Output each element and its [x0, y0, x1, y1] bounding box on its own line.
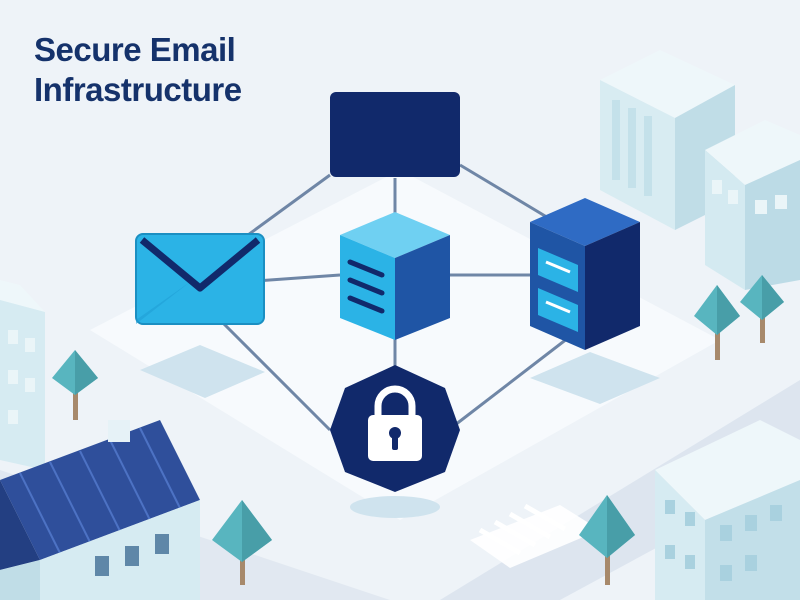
title-line-2: Infrastructure — [34, 71, 242, 108]
house-blue-roof — [0, 420, 200, 600]
building-left-edge — [0, 280, 45, 470]
padlock-icon — [330, 365, 460, 492]
building-bottom-right — [655, 420, 800, 600]
tree-right-2 — [740, 275, 784, 343]
tree-left — [52, 350, 98, 420]
tree-bottom-right — [579, 495, 635, 585]
envelope-icon — [135, 233, 265, 325]
tree-right-1 — [694, 285, 740, 360]
ground-pad-left — [140, 345, 265, 398]
tree-bottom-left — [212, 500, 272, 585]
document-cube-icon — [340, 212, 450, 340]
lock-shadow — [350, 496, 440, 518]
page-title: Secure Email Infrastructure — [34, 30, 242, 110]
ground-pad-right — [530, 352, 660, 404]
crosswalk — [478, 503, 567, 556]
building-right-mid — [705, 120, 800, 290]
title-line-1: Secure Email — [34, 31, 236, 68]
database-server-icon — [530, 198, 640, 350]
server-rack-icon — [330, 92, 460, 177]
